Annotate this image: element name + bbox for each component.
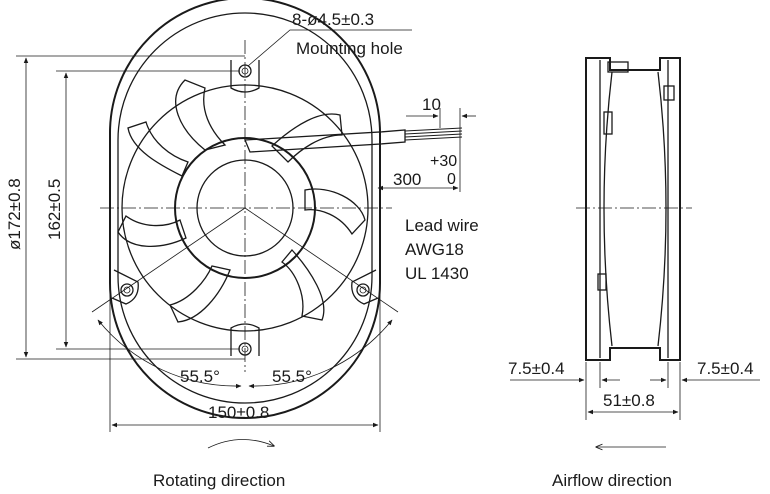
angle-right-text: 55.5°: [272, 367, 312, 386]
mounting-hole-right: [351, 269, 379, 305]
strip-length-text: 10: [422, 95, 441, 114]
lead-wire-standard: UL 1430: [405, 264, 469, 283]
fan-blades: [117, 79, 366, 323]
hole-pitch-dimension: 162±0.5: [45, 70, 240, 350]
outer-diameter-dimension: ø172±0.8: [5, 55, 245, 360]
flange-right-text: 7.5±0.4: [697, 359, 754, 378]
mounting-hole-leader: [247, 29, 412, 67]
lead-wire-title: Lead wire: [405, 216, 479, 235]
mounting-hole-left: [111, 269, 139, 305]
lead-tol-minus-text: 0: [447, 171, 456, 188]
width-text: 150±0.8: [208, 403, 269, 422]
lead-length-text: 300: [393, 170, 421, 189]
lead-length-dimension: 10 300 +30 0: [377, 95, 476, 192]
side-view: 7.5±0.4 7.5±0.4 51±0.8 Airflow direction: [508, 57, 760, 490]
width-dimension: 150±0.8: [109, 285, 381, 432]
angle-dimension: 55.5° 55.5°: [91, 207, 399, 389]
fan-frame-outline: [109, 0, 381, 419]
angle-left-text: 55.5°: [180, 367, 220, 386]
rotation-arrow: [207, 439, 274, 449]
lead-wire-gauge: AWG18: [405, 240, 464, 259]
side-frame-outline: [585, 57, 681, 361]
lead-tol-plus-text: +30: [430, 153, 457, 170]
outer-diameter-text: ø172±0.8: [5, 178, 24, 250]
airflow-direction-caption: Airflow direction: [552, 471, 672, 490]
flange-left-text: 7.5±0.4: [508, 359, 565, 378]
lead-wire-graphic: [244, 127, 463, 153]
rotating-direction-caption: Rotating direction: [153, 471, 285, 490]
mounting-hole-label: Mounting hole: [296, 39, 403, 58]
depth-text: 51±0.8: [603, 391, 655, 410]
mounting-hole-spec: 8-ø4.5±0.3: [292, 10, 374, 29]
front-view: 8-ø4.5±0.3 Mounting hole ø172±0.8 162±0.…: [5, 0, 479, 490]
side-flange-dimension: 7.5±0.4 7.5±0.4 51±0.8: [508, 359, 760, 420]
hole-pitch-text: 162±0.5: [45, 179, 64, 240]
